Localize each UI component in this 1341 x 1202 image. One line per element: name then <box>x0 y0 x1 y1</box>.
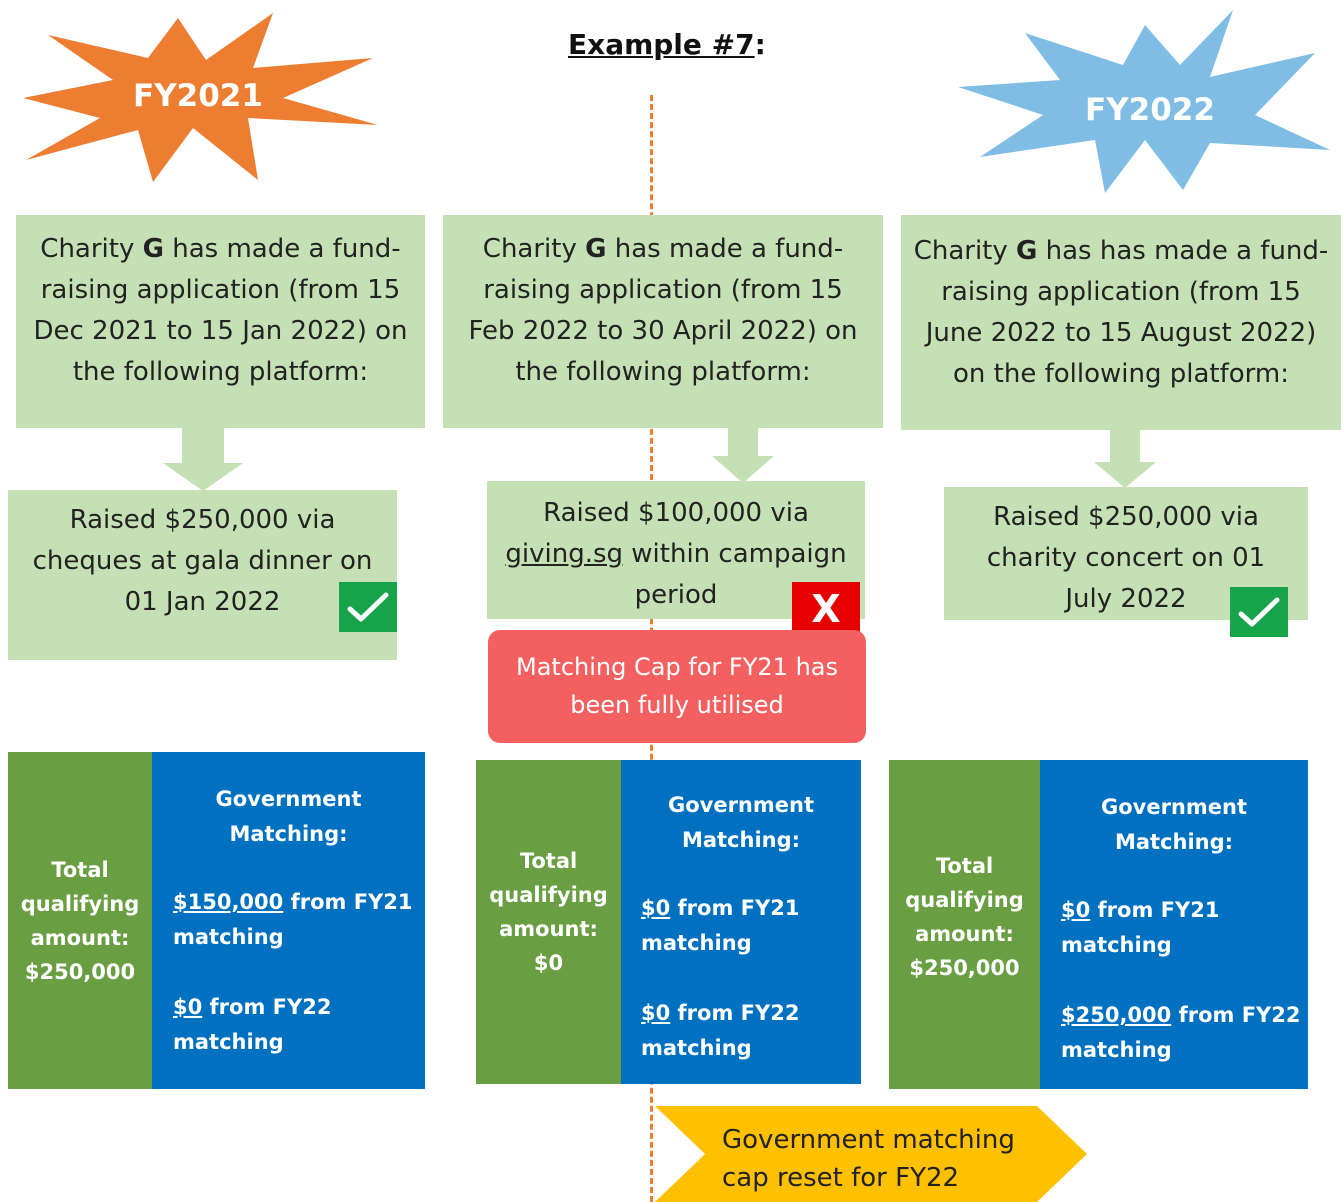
total-box-2: Total qualifying amount: $0 <box>476 760 621 1084</box>
x-icon: X <box>792 582 860 636</box>
check-icon <box>339 582 397 632</box>
fy2022-burst <box>958 10 1330 193</box>
fy2021-burst <box>23 13 378 182</box>
down-arrow-3 <box>1094 430 1156 488</box>
reset-banner-text: Government matching cap reset for FY22 <box>722 1125 1015 1193</box>
application-box-1: Charity G has made a fund- raising appli… <box>16 215 425 428</box>
gov-matching-box-3: Government Matching: $0 from FY21 matchi… <box>1040 760 1308 1089</box>
total-box-3: Total qualifying amount: $250,000 <box>889 760 1040 1089</box>
giving-sg-link[interactable]: giving.sg <box>505 539 624 569</box>
gov-matching-box-2: Government Matching: $0 from FY21 matchi… <box>621 760 861 1084</box>
warning-box: Matching Cap for FY21 has been fully uti… <box>488 630 866 743</box>
application-box-3: Charity G has has made a fund- raising a… <box>901 215 1341 430</box>
fy2022-label: FY2022 <box>1085 92 1215 128</box>
total-box-1: Total qualifying amount: $250,000 <box>8 752 152 1089</box>
down-arrow-2 <box>712 428 774 483</box>
gov-matching-box-1: Government Matching: $150,000 from FY21 … <box>152 752 425 1089</box>
check-icon <box>1230 587 1288 637</box>
result-box-1: Raised $250,000 via cheques at gala dinn… <box>8 490 397 660</box>
application-box-2: Charity G has made a fund- raising appli… <box>443 215 883 428</box>
fy2021-label: FY2021 <box>133 78 263 114</box>
page-title: Example #7: <box>568 28 766 61</box>
reset-banner-chevron <box>655 1106 1087 1202</box>
down-arrow-1 <box>163 428 243 491</box>
